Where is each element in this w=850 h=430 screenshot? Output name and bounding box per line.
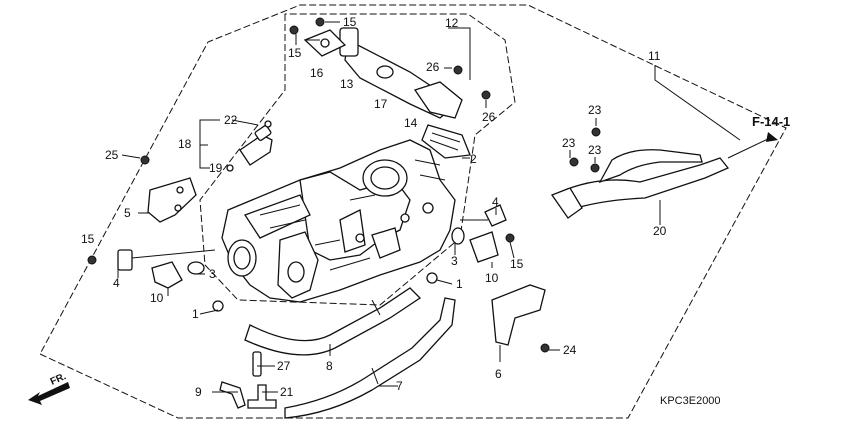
callout-14: 14 [404,116,418,130]
leader-lines [117,21,741,393]
front-arrow-icon [28,382,70,405]
fittings [151,204,515,312]
callout-25: 25 [105,148,119,162]
callout-4: 4 [492,195,499,209]
pipe-assembly [550,127,771,219]
sub-assembly-frame [199,13,516,306]
diagram-code: KPC3E2000 [660,395,721,407]
reference-label: F-14-1 [752,114,790,129]
callout-1: 1 [192,307,199,321]
callout-7: 7 [396,379,403,393]
callout-24: 24 [563,343,577,357]
callout-10: 10 [150,291,164,305]
reference-callout: F-14-1 [752,114,790,142]
callout-8: 8 [326,359,333,373]
callout-17: 17 [374,97,388,111]
callout-20: 20 [653,224,667,238]
callout-3: 3 [451,254,458,268]
callout-9: 9 [195,385,202,399]
callout-15: 15 [288,46,302,60]
callout-22: 22 [224,113,238,127]
callout-6: 6 [495,367,502,381]
callout-4: 4 [113,276,120,290]
callout-5: 5 [124,206,131,220]
callout-16: 16 [310,66,324,80]
callout-15: 15 [81,232,95,246]
callout-13: 13 [340,77,354,91]
callout-23: 23 [562,136,576,150]
callout-2: 2 [470,152,477,166]
callout-21: 21 [280,385,294,399]
callout-19: 19 [209,161,223,175]
reference-arrow-icon [766,132,778,142]
callout-23: 23 [588,103,602,117]
idle-air-valve-assembly [289,17,491,159]
assembly-frame [39,4,787,419]
callout-12: 12 [445,16,459,30]
callout-27: 27 [277,359,291,373]
bracket-right [491,284,550,353]
callout-26: 26 [426,60,440,74]
fuel-injector [226,120,273,172]
callout-10: 10 [485,271,499,285]
callout-18: 18 [178,137,192,151]
small-tubes [219,351,277,409]
callout-15: 15 [343,15,357,29]
callout-26: 26 [482,110,496,124]
callout-23: 23 [588,143,602,157]
callout-15: 15 [510,257,524,271]
callout-11: 11 [648,49,661,63]
callout-3: 3 [209,267,216,281]
front-direction-indicator: FR. [28,371,70,405]
throttle-body [221,139,456,303]
bracket-left [87,155,197,271]
callout-1: 1 [456,277,463,291]
hoses [244,287,456,419]
callout-numbers: 15 15 16 13 12 17 26 26 14 2 22 18 19 25… [81,15,667,399]
